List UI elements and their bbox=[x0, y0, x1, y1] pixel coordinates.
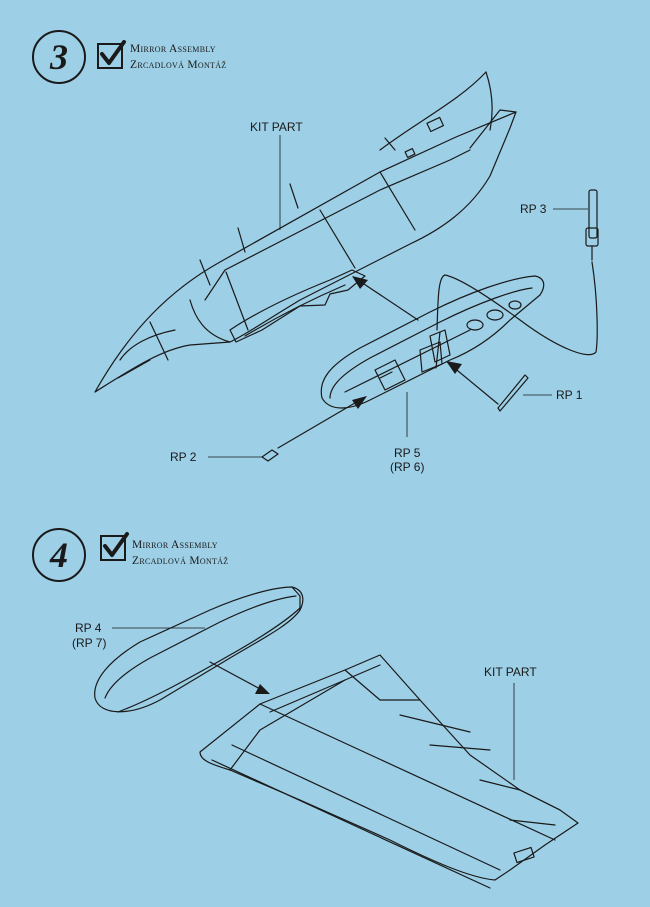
rp1-part-drawing bbox=[497, 374, 529, 412]
step-3-label-kit-part: KIT PART bbox=[250, 120, 303, 134]
canopy-arrow bbox=[357, 279, 419, 321]
step-3-title-cz: Zrcadlová Montáž bbox=[130, 59, 227, 71]
step-3-label-rp2: RP 2 bbox=[170, 450, 197, 464]
step-4-number: 4 bbox=[32, 528, 86, 582]
step-3-label-rp5: RP 5 bbox=[394, 446, 421, 460]
canopy-arrow-head bbox=[352, 276, 368, 289]
rp4-windscreen-drawing bbox=[94, 586, 304, 713]
step-4-number-text: 4 bbox=[50, 535, 68, 575]
step-4-title-en: Mirror Assembly bbox=[132, 539, 218, 551]
kit-part-fuselage-drawing bbox=[94, 71, 517, 393]
step-3-number: 3 bbox=[32, 30, 86, 84]
step-3-label-rp6: (RP 6) bbox=[390, 460, 425, 474]
rp3-part-drawing bbox=[585, 189, 599, 261]
rp5-mirror-part-drawing bbox=[320, 275, 545, 409]
step-4-title-cz: Zrcadlová Montáž bbox=[132, 555, 229, 567]
rp2-part-drawing bbox=[261, 449, 279, 462]
step-3-number-text: 3 bbox=[50, 37, 68, 77]
step-3-checkbox-icon bbox=[97, 40, 126, 69]
step-4-title: Mirror Assembly Zrcadlová Montáž bbox=[132, 537, 228, 569]
step-3-title: Mirror Assembly Zrcadlová Montáž bbox=[130, 41, 226, 73]
step-3-label-rp1: RP 1 bbox=[556, 388, 583, 402]
step-3-title-en: Mirror Assembly bbox=[130, 43, 216, 55]
step-4-label-rp4: RP 4 bbox=[75, 621, 102, 635]
step-4-checkbox-icon bbox=[100, 532, 129, 561]
step-4-label-kit-part: KIT PART bbox=[484, 665, 537, 679]
step-4-label-rp7: (RP 7) bbox=[72, 636, 107, 650]
step-3-label-rp3: RP 3 bbox=[520, 202, 547, 216]
kit-part-wing-drawing bbox=[199, 654, 579, 889]
